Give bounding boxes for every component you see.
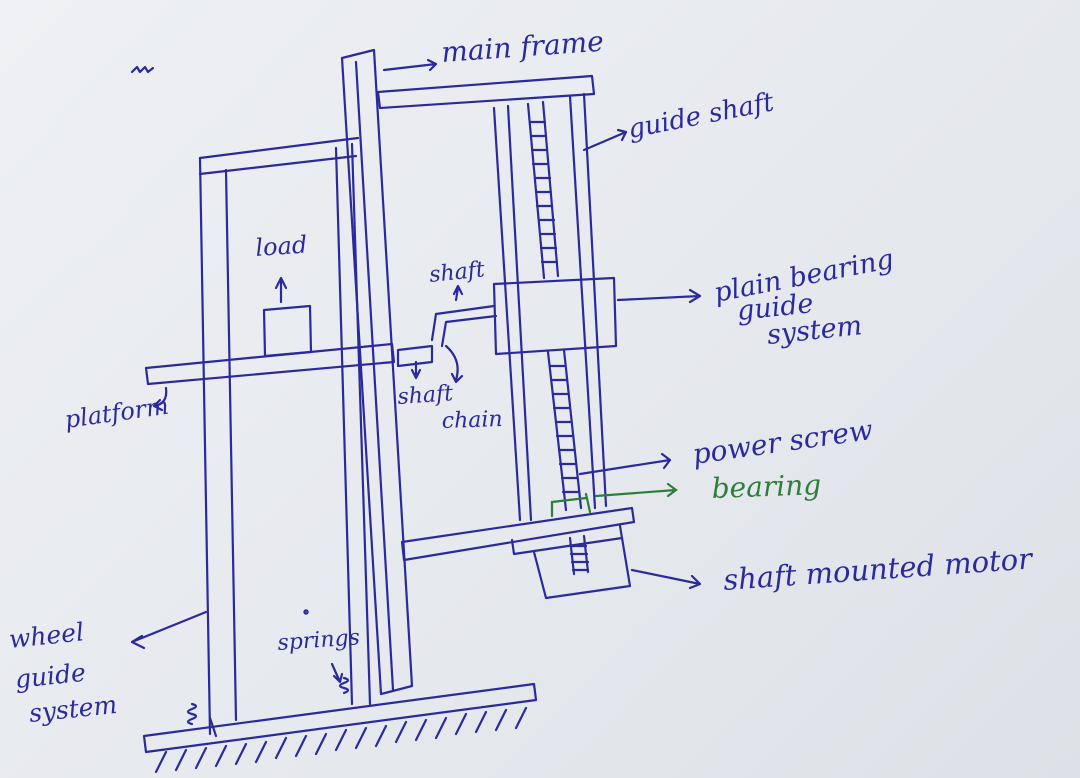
label-system: system bbox=[28, 690, 119, 728]
label-shaft-top: shaft bbox=[428, 257, 486, 288]
arrow-plain-bearing bbox=[616, 288, 702, 304]
label-shaft-mounted-motor: shaft mounted motor bbox=[722, 541, 1035, 597]
label-chain: chain bbox=[441, 407, 503, 434]
label-platform: platform bbox=[63, 392, 170, 434]
label-springs: springs bbox=[277, 625, 361, 656]
arrow-motor bbox=[630, 568, 702, 590]
arrow-springs bbox=[303, 609, 344, 684]
ground-hatching bbox=[154, 706, 528, 774]
ground-base bbox=[142, 682, 538, 754]
label-power-screw: power screw bbox=[690, 413, 874, 471]
arrow-main-frame bbox=[382, 58, 438, 72]
platform-frame bbox=[198, 136, 372, 736]
guide-shaft bbox=[492, 92, 608, 522]
main-frame-top-arm bbox=[376, 74, 596, 110]
label-main-frame: main frame bbox=[440, 25, 605, 69]
plain-bearing-block bbox=[492, 276, 618, 356]
shaft-mounted-motor bbox=[510, 524, 632, 600]
arrow-power-screw bbox=[578, 452, 672, 476]
label-bearing: bearing bbox=[711, 468, 822, 505]
label-guide: guide bbox=[14, 658, 88, 694]
label-guide-shaft: guide shaft bbox=[626, 87, 777, 145]
label-shaft-bottom: shaft bbox=[397, 381, 454, 410]
platform bbox=[144, 342, 396, 386]
shaft-chain-link bbox=[396, 284, 498, 384]
arrow-platform bbox=[152, 386, 168, 412]
scribble-mark bbox=[130, 65, 155, 74]
main-frame-column bbox=[340, 48, 414, 696]
arrow-wheel-guide bbox=[130, 610, 208, 650]
power-screw bbox=[526, 100, 583, 512]
label-load: load bbox=[254, 230, 308, 262]
spring-left-icon bbox=[186, 702, 198, 726]
arrow-guide-shaft bbox=[582, 128, 628, 152]
load-box bbox=[262, 276, 313, 358]
arrow-bearing bbox=[550, 482, 678, 518]
spring-right-icon bbox=[338, 676, 350, 695]
label-wheel: wheel bbox=[8, 617, 86, 654]
main-frame-lower-arm bbox=[400, 506, 636, 562]
